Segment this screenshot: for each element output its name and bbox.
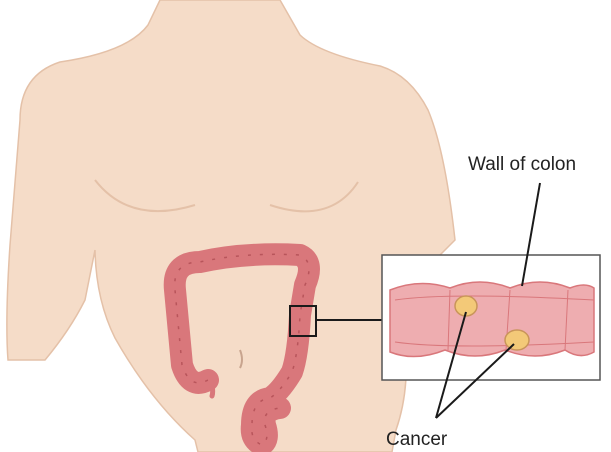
torso-silhouette [7,0,455,452]
cancer-label: Cancer [386,429,448,450]
tumor-2 [505,330,529,350]
inset-panel [382,255,600,380]
wall-of-colon-label: Wall of colon [468,154,576,175]
